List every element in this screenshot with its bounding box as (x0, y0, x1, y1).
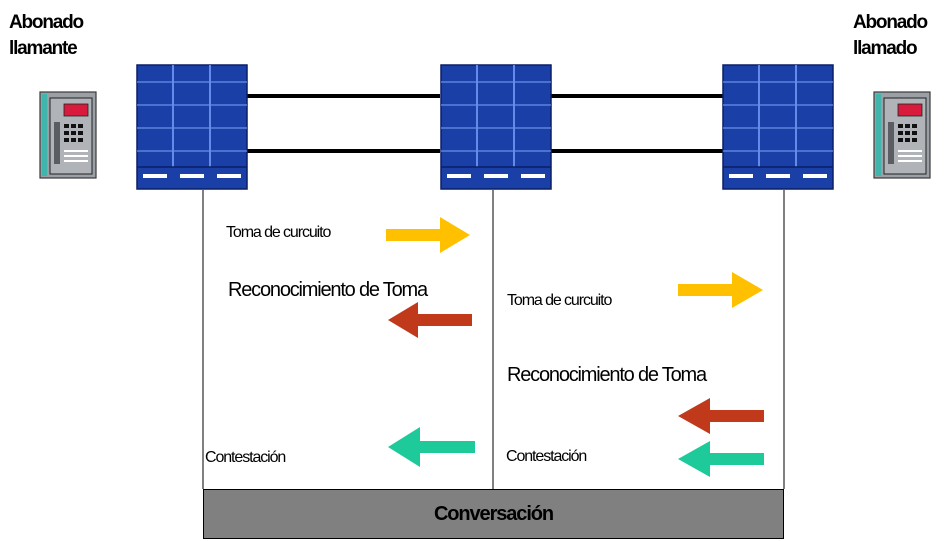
callee-title-line1: Abonado (853, 12, 928, 33)
transit-switch-icon (440, 64, 552, 190)
right-ack-arrow (678, 398, 764, 434)
caller-title-line1: Abonado (9, 12, 84, 33)
caller-title: Abonado llamante (9, 10, 84, 62)
left-ack-label: Reconocimiento de Toma (228, 279, 428, 301)
caller-telephone-icon (39, 91, 97, 179)
right-seizure-arrow (678, 272, 763, 308)
left-answer-label: Contestación (205, 449, 286, 466)
left-ack-arrow (388, 302, 472, 338)
callee-telephone-icon (873, 91, 931, 179)
right-ack-label: Reconocimiento de Toma (507, 364, 707, 386)
callee-title: Abonado llamado (853, 10, 928, 62)
conversation-bar: Conversación (203, 489, 784, 539)
terminating-switch-icon (722, 64, 834, 190)
left-seizure-arrow (386, 217, 470, 253)
originating-switch-icon (136, 64, 248, 190)
callee-title-line2: llamado (853, 38, 918, 59)
caller-title-line2: llamante (9, 38, 78, 59)
left-seizure-label: Toma de curcuito (226, 224, 331, 241)
right-answer-label: Contestación (506, 448, 587, 465)
right-answer-arrow (678, 441, 764, 477)
conversation-label: Conversación (433, 502, 554, 525)
left-answer-arrow (388, 427, 475, 467)
right-seizure-label: Toma de curcuito (507, 292, 612, 309)
